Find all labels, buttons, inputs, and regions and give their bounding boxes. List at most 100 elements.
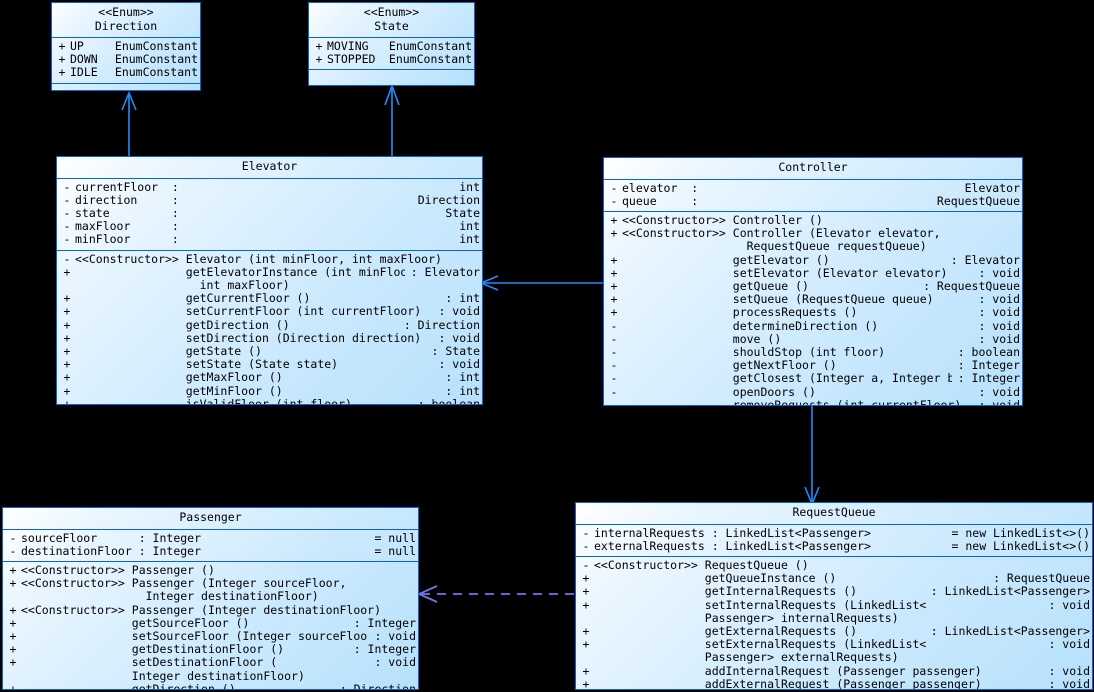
member-visibility: - — [610, 397, 618, 406]
member-stereotype — [594, 665, 705, 678]
member-type: EnumConstant — [388, 39, 472, 53]
member-row: + setCurrentFloor (int currentFloor): vo… — [57, 305, 482, 318]
member-signature: DOWN : — [70, 53, 98, 67]
member-signature: addExternalRequest (Passenger passenger) — [704, 677, 982, 690]
member-type: int — [459, 219, 480, 234]
member-visibility: + — [315, 39, 323, 53]
member-visibility: + — [610, 212, 618, 227]
member-stereotype — [75, 319, 186, 332]
member-visibility: - — [582, 557, 590, 572]
member-row: -sourceFloor : Integer= null — [3, 531, 418, 545]
class-stereotype: <<Enum>> — [98, 5, 154, 19]
member-row: + getDirection (): Direction — [57, 317, 482, 332]
member-visibility: + — [63, 317, 71, 332]
member-type: : void — [978, 265, 1020, 280]
operations-compartment-elevator: -<<Constructor>> Elevator (int minFloor,… — [57, 249, 482, 404]
connector-requestqueue-to-passenger — [416, 585, 574, 603]
member-type: : Integer — [957, 371, 1020, 386]
member-signature: internalRequests : LinkedList<Passenger> — [594, 526, 871, 540]
member-signature: getMaxFloor () — [185, 371, 283, 385]
member-stereotype: <<Constructor>> — [21, 576, 132, 591]
member-row: +DOWN :EnumConstant — [52, 53, 200, 66]
member-row: + getElevator (): Elevator — [604, 252, 1022, 267]
member-row: + getState (): State — [57, 343, 482, 358]
member-type: : void — [374, 655, 416, 670]
class-name: Controller — [778, 160, 848, 174]
class-box-requestqueue[interactable]: RequestQueue -internalRequests : LinkedL… — [575, 502, 1093, 690]
member-row: + getQueueInstance (): RequestQueue — [576, 571, 1092, 586]
class-name: Elevator — [241, 159, 298, 173]
class-box-state[interactable]: <<Enum>> State +MOVING :EnumConstant+STO… — [308, 2, 475, 86]
class-name: State — [374, 18, 409, 33]
member-signature: getMinFloor () — [185, 384, 283, 398]
member-stereotype: <<Constructor>> — [622, 212, 733, 227]
member-type: : void — [438, 357, 480, 372]
attributes-compartment-requestqueue: -internalRequests : LinkedList<Passenger… — [576, 523, 1092, 556]
member-visibility: + — [63, 343, 71, 358]
class-box-controller[interactable]: Controller -elevator :Elevator-queue :Re… — [603, 157, 1023, 406]
member-row: + MOVING : EnumConstant — [309, 39, 474, 53]
member-visibility: + — [63, 304, 71, 319]
member-row: + getQueue (): RequestQueue — [604, 279, 1022, 293]
member-signature: STOPPED : — [327, 53, 383, 67]
member-signature: getDirection () — [131, 682, 236, 690]
member-stereotype — [622, 320, 733, 333]
member-stereotype — [622, 267, 733, 280]
member-stereotype: <<Constructor>> — [622, 226, 733, 241]
member-signature: getDirection () — [185, 318, 290, 332]
member-type: : void — [978, 318, 1020, 333]
member-signature: openDoors () — [732, 385, 816, 399]
member-stereotype — [21, 617, 132, 630]
member-visibility: + — [582, 623, 590, 638]
member-signature: minFloor : — [75, 233, 179, 247]
member-row: + setInternalRequests (LinkedList< Passe… — [576, 598, 1092, 625]
class-name: Direction — [94, 18, 158, 33]
member-type: : void — [438, 330, 480, 345]
class-title-direction: <<Enum>> Direction — [52, 3, 200, 37]
member-type: : void — [978, 331, 1020, 346]
member-row: + setDestinationFloor ( Integer destinat… — [3, 655, 418, 683]
member-visibility: - — [63, 179, 71, 194]
member-type: EnumConstant — [388, 52, 472, 67]
member-visibility: + — [63, 357, 71, 372]
member-visibility: + — [582, 571, 590, 586]
member-visibility: + — [63, 383, 71, 398]
member-row: + setElevator (Elevator elevator): void — [604, 265, 1022, 280]
member-row: +UP :EnumConstant — [52, 39, 200, 53]
member-signature: setCurrentFloor (int currentFloor) — [185, 305, 422, 319]
member-visibility: + — [9, 562, 17, 577]
member-visibility: - — [63, 219, 71, 234]
member-visibility: - — [582, 525, 590, 540]
member-stereotype — [75, 398, 186, 404]
member-type: : Integer — [353, 642, 416, 657]
class-box-elevator[interactable]: Elevator -currentFloor :int-direction :D… — [56, 156, 483, 405]
connector-controller-to-elevator — [478, 275, 603, 291]
class-box-direction[interactable]: <<Enum>> Direction +UP :EnumConstant+DOW… — [51, 2, 201, 91]
member-type: State — [445, 205, 480, 220]
member-row: + getCurrentFloor (): int — [57, 291, 482, 306]
class-box-passenger[interactable]: Passenger -sourceFloor : Integer= null-d… — [2, 507, 419, 690]
member-signature: IDLE : — [70, 66, 98, 80]
member-row: + getSourceFloor (): Integer — [3, 616, 418, 630]
member-visibility: - — [610, 180, 618, 195]
member-type: : LinkedList<Passenger> — [930, 623, 1090, 638]
member-signature: getElevatorInstance (int minFloor, int m… — [185, 265, 405, 292]
member-row: + getMaxFloor (): int — [57, 371, 482, 384]
member-row: - determineDirection (): void — [604, 318, 1022, 333]
member-signature: setQueue (RequestQueue queue) — [732, 293, 934, 307]
member-type: = null — [374, 543, 416, 558]
member-visibility: + — [9, 655, 17, 670]
member-signature: Elevator (int minFloor, int maxFloor) — [185, 252, 442, 266]
member-signature: getCurrentFloor () — [185, 292, 311, 306]
member-signature: elevator : — [622, 181, 699, 195]
member-signature: setDestinationFloor ( Integer destinatio… — [131, 656, 305, 683]
member-type: : Elevator — [950, 252, 1020, 267]
member-signature: getElevator () — [732, 253, 830, 267]
member-signature: processRequests () — [732, 306, 858, 320]
member-signature: MOVING : — [327, 40, 383, 53]
member-visibility: - — [610, 344, 618, 359]
member-row: -elevator :Elevator — [604, 180, 1022, 195]
attributes-compartment-passenger: -sourceFloor : Integer= null-destination… — [3, 528, 418, 561]
member-signature: getSourceFloor () — [131, 616, 250, 630]
connector-elevator-to-state — [384, 83, 400, 156]
